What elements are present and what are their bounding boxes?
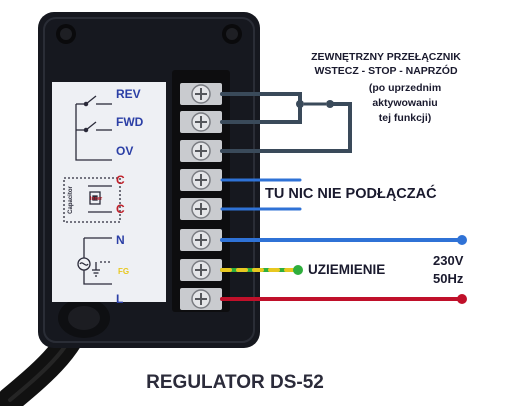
terminal-screw — [180, 111, 222, 133]
earth-terminal-dot — [293, 265, 303, 275]
wire-ov — [220, 102, 352, 153]
terminal-screw — [180, 83, 222, 105]
terminal-screw — [180, 169, 222, 191]
terminal-labels: REV FWD OV C C N FG L — [116, 87, 144, 306]
terminal-label: FWD — [116, 115, 144, 129]
terminal-screw — [180, 259, 222, 281]
terminal-label: OV — [116, 144, 133, 158]
panel-schematic — [63, 95, 121, 285]
neutral-terminal-dot — [457, 235, 467, 245]
earth-label: UZIEMIENIE — [308, 262, 386, 277]
terminal-label: L — [116, 292, 123, 306]
product-title: REGULATOR DS-52 — [146, 372, 324, 393]
terminal-label: C — [116, 173, 125, 187]
external-switch-symbol — [296, 100, 334, 108]
no-connect-label: TU NIC NIE PODŁĄCZAĆ — [265, 186, 437, 202]
wire-fwd — [220, 102, 302, 124]
label-panel — [52, 82, 166, 302]
terminal-screws — [180, 83, 222, 310]
terminal-screw — [180, 288, 222, 310]
terminal-label: N — [116, 233, 125, 247]
terminal-screw — [180, 229, 222, 251]
terminal-screw — [180, 198, 222, 220]
capacitor-label: Capacitor — [68, 186, 74, 214]
inner-label: Inner — [90, 196, 102, 202]
terminal-label: FG — [118, 267, 129, 276]
terminal-screw — [180, 140, 222, 162]
terminal-label: REV — [116, 87, 141, 101]
terminal-label: C — [116, 202, 125, 216]
live-terminal-dot — [457, 294, 467, 304]
